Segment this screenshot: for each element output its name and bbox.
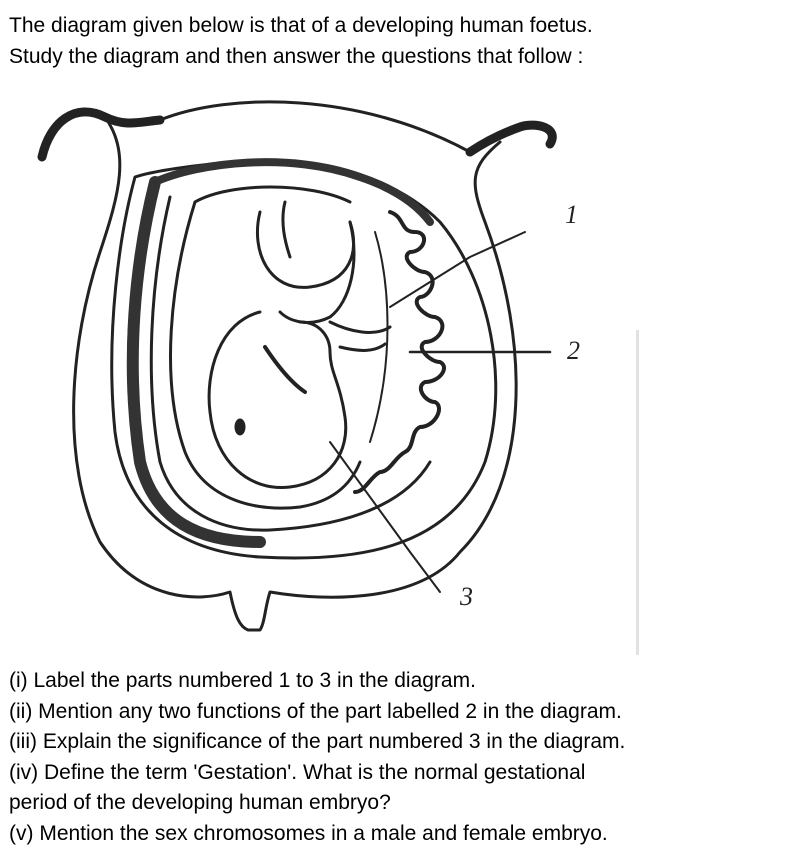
question-iv-continued: period of the developing human embryo?	[9, 791, 391, 814]
question-intro: The diagram given below is that of a dev…	[9, 10, 593, 72]
foetus-diagram: 1 2 3	[30, 82, 640, 657]
question-ii: (ii) Mention any two functions of the pa…	[9, 699, 622, 723]
image-edge-divider	[636, 330, 639, 655]
diagram-label-3: 3	[460, 582, 473, 611]
diagram-label-1: 1	[565, 200, 578, 229]
question-i: (i) Label the parts numbered 1 to 3 in t…	[9, 669, 476, 692]
intro-line-1: The diagram given below is that of a dev…	[9, 14, 593, 37]
foetus-diagram-drawing	[37, 100, 557, 632]
intro-line-2: Study the diagram and then answer the qu…	[9, 45, 584, 68]
question-list: (i) Label the parts numbered 1 to 3 in t…	[9, 666, 625, 849]
question-iv: (iv) Define the term 'Gestation'. What i…	[9, 760, 586, 784]
question-iii: (iii) Explain the significance of the pa…	[9, 730, 626, 753]
diagram-label-2: 2	[567, 336, 580, 365]
question-v: (v) Mention the sex chromosomes in a mal…	[9, 821, 608, 845]
